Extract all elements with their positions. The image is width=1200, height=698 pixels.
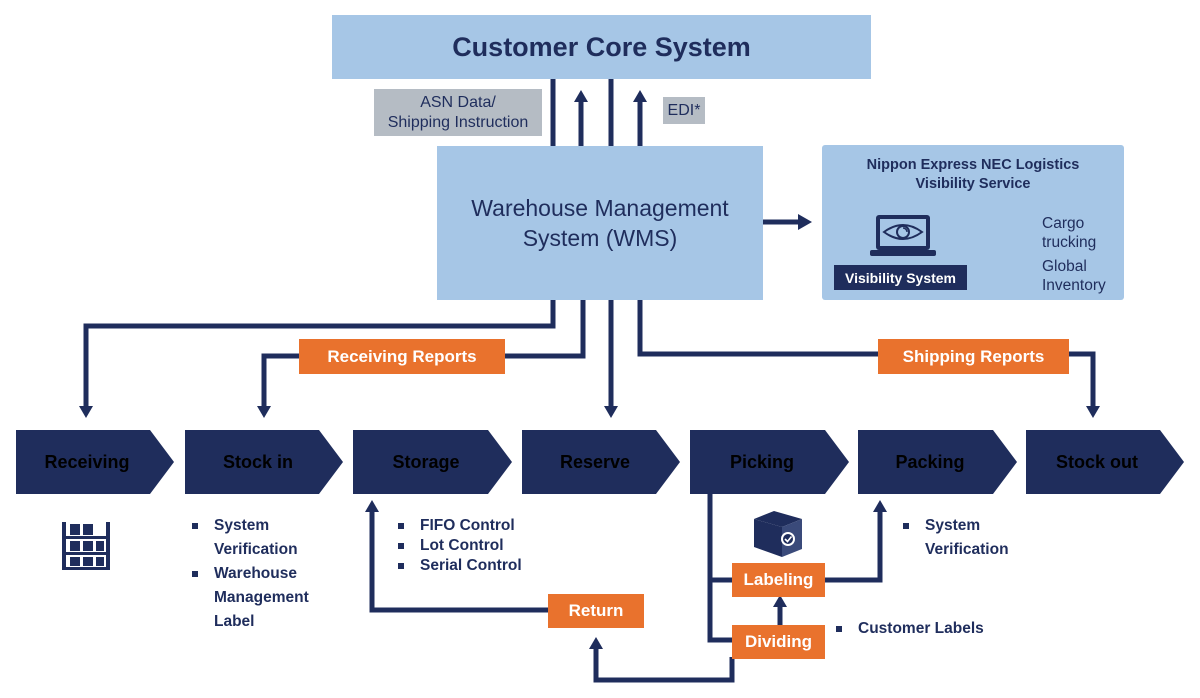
cargo-line1: Cargo xyxy=(1042,215,1085,232)
step-label-receiving: Receiving xyxy=(44,452,129,472)
arrowhead-stock-out xyxy=(1086,406,1100,418)
note-packing-system-verification: System Verification xyxy=(899,514,1029,562)
arrowhead-stock-in xyxy=(257,406,271,418)
arrowhead-receiving xyxy=(79,406,93,418)
step-label-reserve: Reserve xyxy=(560,452,630,472)
customer-core-system-box: Customer Core System xyxy=(332,15,871,79)
step-label-storage: Storage xyxy=(392,452,459,472)
dividing-label: Dividing xyxy=(744,632,813,651)
global-inventory-output: Global Inventory xyxy=(1042,257,1106,295)
arrowhead-packing xyxy=(873,500,887,512)
shipping-reports-tag: Shipping Reports xyxy=(878,339,1069,374)
asn-data-tag: ASN Data/ Shipping Instruction xyxy=(374,89,542,136)
visibility-title-line2: Visibility Service xyxy=(915,176,1031,192)
dividing-box: Dividing xyxy=(732,625,825,659)
step-label-stock-out: Stock out xyxy=(1056,452,1138,472)
note-warehouse-management-label: Warehouse Management Label xyxy=(188,562,338,634)
arrowhead-up-2 xyxy=(633,90,647,102)
box-check-icon xyxy=(754,511,802,557)
arrowhead-visibility xyxy=(798,214,812,230)
arrowhead-labeling xyxy=(773,595,787,607)
packing-notes: System Verification xyxy=(899,514,1029,562)
arrowhead-reserve xyxy=(604,406,618,418)
note-fifo-control: FIFO Control xyxy=(394,516,564,536)
wms-label-line1: Warehouse Management xyxy=(471,195,729,221)
step-stock-in xyxy=(185,430,343,494)
wms-to-receiving-line xyxy=(83,300,556,408)
step-receiving xyxy=(16,430,174,494)
note-lot-control: Lot Control xyxy=(394,536,564,556)
note-system-verification: System Verification xyxy=(188,514,338,562)
visibility-service-title: Nippon Express NEC Logistics Visibility … xyxy=(822,156,1124,194)
visibility-title-line1: Nippon Express NEC Logistics xyxy=(866,157,1080,173)
step-reserve xyxy=(522,430,680,494)
arrowhead-up-1 xyxy=(574,90,588,102)
picking-to-dividing-line xyxy=(707,494,732,643)
return-box: Return xyxy=(548,594,644,628)
dividing-to-return-line xyxy=(593,647,735,683)
visibility-system-badge: Visibility System xyxy=(834,265,967,290)
step-label-stock-in: Stock in xyxy=(223,452,293,472)
labeling-box: Labeling xyxy=(732,563,825,597)
inventory-line1: Global xyxy=(1042,258,1087,275)
step-label-picking: Picking xyxy=(730,452,794,472)
warehouse-shelf-icon xyxy=(62,522,110,570)
wms-label-line2: System (WMS) xyxy=(522,225,678,251)
return-to-storage-line xyxy=(369,510,548,613)
asn-data-tag-line2: Shipping Instruction xyxy=(387,113,529,131)
visibility-system-label: Visibility System xyxy=(844,269,956,286)
inventory-line2: Inventory xyxy=(1042,277,1106,294)
receiving-reports-tag: Receiving Reports xyxy=(299,339,505,374)
note-customer-labels: Customer Labels xyxy=(832,617,1012,641)
wms-box: Warehouse Management System (WMS) xyxy=(437,146,763,300)
customer-core-system-label: Customer Core System xyxy=(452,31,751,62)
receiving-reports-label: Receiving Reports xyxy=(327,346,477,366)
wms-to-stock-out-line xyxy=(637,300,1096,408)
edi-tag-label: EDI* xyxy=(667,101,701,119)
asn-data-tag-line1: ASN Data/ xyxy=(420,93,496,111)
step-storage xyxy=(353,430,512,494)
labeling-label: Labeling xyxy=(743,570,814,589)
storage-notes: FIFO Control Lot Control Serial Control xyxy=(394,516,564,576)
step-label-packing: Packing xyxy=(895,452,964,472)
step-stock-out xyxy=(1026,430,1184,494)
cargo-line2: trucking xyxy=(1042,234,1097,251)
labeling-to-packing-line xyxy=(825,510,883,583)
dividing-notes: Customer Labels xyxy=(832,617,1012,641)
laptop-eye-icon xyxy=(870,215,936,256)
step-picking xyxy=(690,430,849,494)
note-serial-control: Serial Control xyxy=(394,556,564,576)
arrowhead-return xyxy=(589,637,603,649)
shipping-reports-label: Shipping Reports xyxy=(902,346,1045,366)
return-label: Return xyxy=(568,601,624,620)
edi-tag: EDI* xyxy=(663,97,705,124)
step-packing xyxy=(858,430,1017,494)
cargo-trucking-output: Cargo trucking xyxy=(1042,214,1096,252)
stock-in-notes: System Verification Warehouse Management… xyxy=(188,514,338,634)
arrowhead-storage xyxy=(365,500,379,512)
